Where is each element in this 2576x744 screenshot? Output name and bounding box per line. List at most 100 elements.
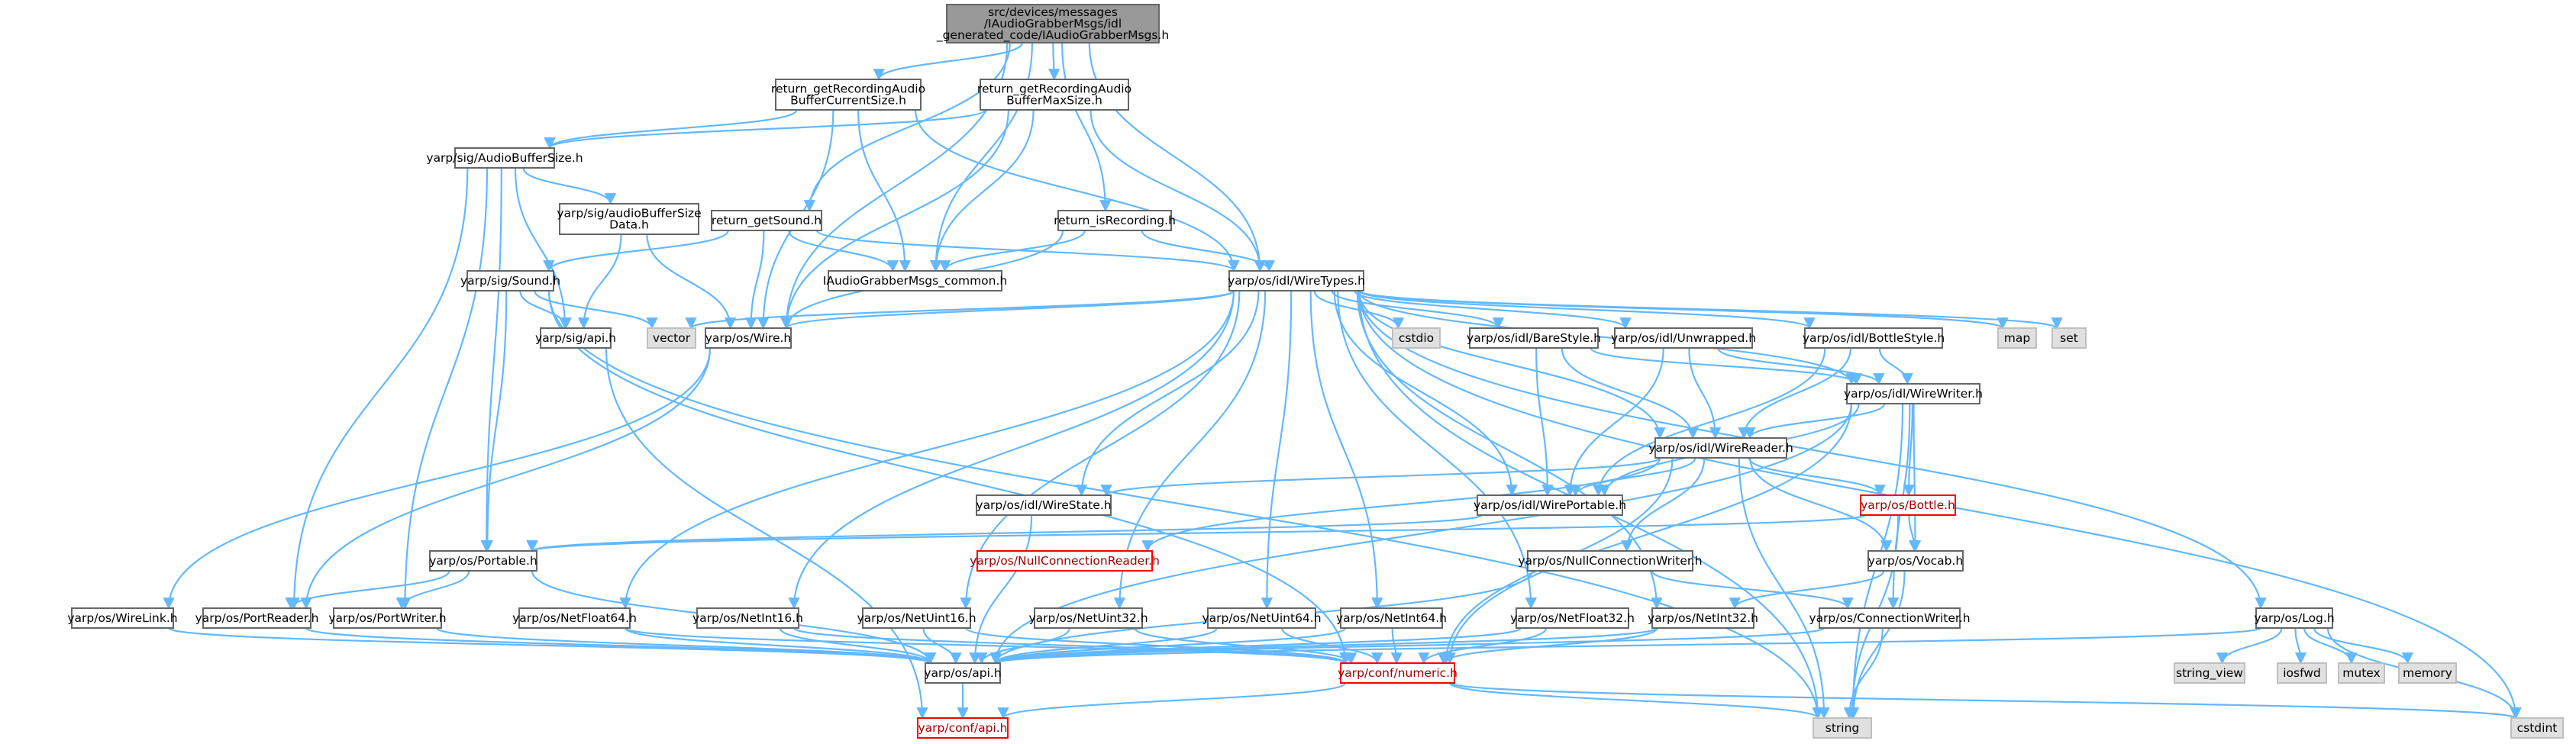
node-netfloat32[interactable]: yarp/os/NetFloat32.h xyxy=(1510,607,1635,629)
edge-rgrbcs-to-wiretypes xyxy=(914,109,1240,272)
edge-log-to-iosfwd xyxy=(2294,627,2307,665)
node-netuint16[interactable]: yarp/os/NetUint16.h xyxy=(857,607,976,629)
edge-wiretypes-to-netfloat32 xyxy=(1337,290,1537,610)
node-label: return_getSound.h xyxy=(712,214,822,228)
node-label: yarp/os/idl/WireWriter.h xyxy=(1844,387,1983,401)
edge-abs-to-portreader xyxy=(288,167,469,610)
node-osapi[interactable]: yarp/os/api.h xyxy=(924,662,1002,684)
node-label: yarp/os/Wire.h xyxy=(705,331,792,345)
node-common[interactable]: IAudioGrabberMsgs_common.h xyxy=(823,270,1007,291)
node-wirelink[interactable]: yarp/os/WireLink.h xyxy=(67,607,178,629)
edge-wiretypes-to-wireportable xyxy=(1333,290,1518,497)
node-wiretypes[interactable]: yarp/os/idl/WireTypes.h xyxy=(1228,270,1365,291)
node-rir[interactable]: return_isRecording.h xyxy=(1054,210,1176,231)
edge-wirereader-to-string xyxy=(1738,457,1830,720)
node-wireportable[interactable]: yarp/os/idl/WirePortable.h xyxy=(1474,494,1626,516)
node-label: src/devices/messages xyxy=(988,5,1118,19)
node-portable[interactable]: yarp/os/Portable.h xyxy=(429,550,537,572)
node-label: yarp/os/NullConnectionReader.h xyxy=(970,554,1160,568)
edge-log-to-mutex xyxy=(2303,627,2358,665)
node-log[interactable]: yarp/os/Log.h xyxy=(2254,607,2335,629)
node-netuint64[interactable]: yarp/os/NetUint64.h xyxy=(1202,607,1322,629)
node-portreader[interactable]: yarp/os/PortReader.h xyxy=(195,607,319,629)
node-label: BufferCurrentSize.h xyxy=(790,94,906,108)
edge-wirewriter-to-vocab xyxy=(1909,403,1922,552)
edge-unwrapped-to-wirewriter xyxy=(1717,347,1885,385)
node-barestyle[interactable]: yarp/os/idl/BareStyle.h xyxy=(1467,327,1601,349)
node-confapi[interactable]: yarp/conf/api.h xyxy=(917,717,1009,739)
node-wire[interactable]: yarp/os/Wire.h xyxy=(705,327,792,349)
node-label: string_view xyxy=(2176,666,2243,681)
edge-connwriter-to-osapi xyxy=(989,626,1825,665)
edge-wirewriter-to-bottle xyxy=(1903,403,1915,497)
edge-wiretypes-to-netuint16 xyxy=(960,290,1241,610)
node-numeric[interactable]: yarp/conf/numeric.h xyxy=(1338,662,1457,684)
node-netint32[interactable]: yarp/os/NetInt32.h xyxy=(1648,607,1758,629)
node-iosfwd: iosfwd xyxy=(2277,662,2327,684)
edge-netint64-to-osapi xyxy=(989,626,1347,665)
node-wirestate[interactable]: yarp/os/idl/WireState.h xyxy=(976,494,1112,516)
node-box-vocab xyxy=(1867,550,1964,572)
node-label: yarp/os/WireLink.h xyxy=(67,611,177,625)
node-nullreader[interactable]: yarp/os/NullConnectionReader.h xyxy=(970,550,1160,572)
node-label: yarp/os/Portable.h xyxy=(429,554,537,568)
node-rgrbcs[interactable]: return_getRecordingAudioBufferCurrentSiz… xyxy=(771,79,925,111)
edge-log-to-memory xyxy=(2313,627,2413,665)
node-sigapi[interactable]: yarp/sig/api.h xyxy=(535,327,616,349)
node-box-netuint64 xyxy=(1207,607,1316,629)
node-netint16[interactable]: yarp/os/NetInt16.h xyxy=(692,607,803,629)
edge-abs-to-portwriter xyxy=(399,167,489,610)
node-sound[interactable]: yarp/sig/Sound.h xyxy=(460,270,560,291)
edge-root-to-rgs xyxy=(803,42,1011,212)
node-label: yarp/os/idl/Unwrapped.h xyxy=(1611,331,1756,345)
node-bottlestyle[interactable]: yarp/os/idl/BottleStyle.h xyxy=(1803,327,1945,349)
node-box-cstdint xyxy=(2510,717,2564,739)
node-memory: memory xyxy=(2398,662,2457,684)
node-netint64[interactable]: yarp/os/NetInt64.h xyxy=(1336,607,1447,629)
node-rgs[interactable]: return_getSound.h xyxy=(711,210,822,231)
edge-wiretypes-to-unwrapped xyxy=(1353,290,1632,330)
edge-wiretypes-to-wire xyxy=(780,289,1235,330)
node-box-stringview xyxy=(2174,662,2245,684)
edge-root-to-rgrbms xyxy=(1048,42,1060,81)
edge-wirereader-to-wireportable xyxy=(1569,457,1696,497)
node-wirewriter[interactable]: yarp/os/idl/WireWriter.h xyxy=(1844,383,1983,404)
node-unwrapped[interactable]: yarp/os/idl/Unwrapped.h xyxy=(1611,327,1756,349)
node-wirereader[interactable]: yarp/os/idl/WireReader.h xyxy=(1648,437,1793,459)
node-box-wirewriter xyxy=(1846,383,1980,404)
edge-wire-to-wirelink xyxy=(163,347,712,610)
node-label: yarp/os/PortWriter.h xyxy=(328,611,446,625)
node-label: BufferMaxSize.h xyxy=(1006,94,1102,108)
node-box-mutex xyxy=(2338,662,2385,684)
node-set: set xyxy=(2051,327,2087,349)
node-bottle[interactable]: yarp/os/Bottle.h xyxy=(1860,494,1956,516)
node-label: yarp/os/PortReader.h xyxy=(195,611,319,625)
node-label: string xyxy=(1825,721,1860,735)
node-label: yarp/os/NullConnectionWriter.h xyxy=(1518,554,1702,568)
node-box-cstdio xyxy=(1392,327,1441,349)
node-stringview: string_view xyxy=(2174,662,2245,684)
node-netfloat64[interactable]: yarp/os/NetFloat64.h xyxy=(512,607,637,629)
edge-rir-to-common xyxy=(939,230,1086,272)
edge-rgrbms-to-wiretypes xyxy=(1089,109,1267,272)
node-root[interactable]: src/devices/messages/IAudioGrabberMsgs/i… xyxy=(936,4,1169,43)
node-vocab[interactable]: yarp/os/Vocab.h xyxy=(1867,550,1964,572)
edge-netint16-to-osapi xyxy=(779,627,937,665)
node-abs[interactable]: yarp/sig/AudioBufferSize.h xyxy=(426,147,583,169)
node-nullwriter[interactable]: yarp/os/NullConnectionWriter.h xyxy=(1518,550,1703,572)
node-netuint32[interactable]: yarp/os/NetUint32.h xyxy=(1028,607,1148,629)
edge-rgrbms-to-common xyxy=(930,109,1035,272)
node-portwriter[interactable]: yarp/os/PortWriter.h xyxy=(328,607,447,629)
edge-vocab-to-netint32 xyxy=(1729,570,1885,610)
node-box-netfloat32 xyxy=(1516,607,1629,629)
edge-netint16-to-numeric xyxy=(792,626,1351,665)
edge-root-to-rir xyxy=(1061,42,1112,212)
node-connwriter[interactable]: yarp/os/ConnectionWriter.h xyxy=(1809,607,1971,629)
edge-wiretypes-to-netint32 xyxy=(1356,290,1663,610)
node-box-nullwriter xyxy=(1527,550,1693,572)
node-box-bottle xyxy=(1860,494,1956,516)
node-box-abs xyxy=(454,147,555,169)
node-label: memory xyxy=(2403,666,2452,680)
